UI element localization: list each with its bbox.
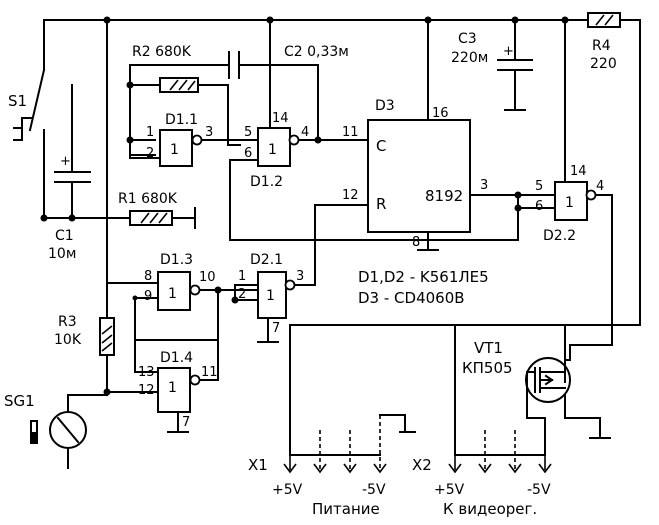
d22-pin5: 5 <box>535 179 543 194</box>
d14-pin12: 12 <box>138 383 155 398</box>
transistor-vt1: VT1 КП505 <box>462 339 571 403</box>
gate-d2-1: 1 D2.1 1 2 3 7 <box>238 252 304 336</box>
sg1-label: SG1 <box>4 392 35 410</box>
d11-pin1: 1 <box>146 125 154 140</box>
d11-pin3: 3 <box>205 125 213 140</box>
note-line-1: D1,D2 - K561ЛЕ5 <box>358 268 489 286</box>
vt1-ref: VT1 <box>474 339 503 357</box>
d21-pin7: 7 <box>272 321 280 336</box>
d12-pin6: 6 <box>244 146 252 161</box>
d12-pin5: 5 <box>244 125 252 140</box>
d3-r-pin-name: R <box>376 195 386 213</box>
resistor-r2: R2 680K <box>132 44 199 93</box>
d3-pin8: 8 <box>412 235 420 250</box>
d11-one: 1 <box>170 142 179 158</box>
x1-plus: +5V <box>272 482 303 498</box>
capacitor-c1: + C1 10м <box>48 149 91 262</box>
d14-pin13: 13 <box>138 365 155 380</box>
r4-ref: R4 <box>592 38 611 54</box>
d22-pin4: 4 <box>596 179 604 194</box>
d14-pin7: 7 <box>182 415 190 430</box>
vt1-type: КП505 <box>462 359 513 377</box>
r3-value: 10K <box>54 332 82 348</box>
x2-minus: -5V <box>527 482 551 498</box>
gate-d1-3: 1 D1.3 8 9 10 <box>144 252 216 311</box>
gate-d1-2: 1 D1.2 5 6 4 14 <box>244 111 309 190</box>
d13-pin8: 8 <box>144 269 152 284</box>
d3-label: D3 <box>375 98 395 114</box>
gate-d1-4: 1 D1.4 13 12 11 7 <box>138 350 218 430</box>
d22-one: 1 <box>565 195 574 211</box>
switch-s1: S1 <box>8 68 46 151</box>
resistor-r3: R3 10K <box>54 314 115 356</box>
r1-label: R1 680K <box>118 191 178 207</box>
d3-pin12: 12 <box>342 188 359 203</box>
d21-pin1: 1 <box>238 269 246 284</box>
x2-label: X2 <box>412 456 432 474</box>
d12-pin14: 14 <box>272 111 289 126</box>
d3-divider: 8192 <box>425 187 463 205</box>
connector-x1: X1 +5V -5V Питание <box>248 456 386 518</box>
junctions <box>40 16 569 396</box>
c3-value: 220м <box>451 50 488 66</box>
capacitor-c3: + C3 220м <box>451 31 533 111</box>
gate-d2-2: 1 D2.2 5 6 4 14 <box>535 164 604 244</box>
resistor-r4: R4 220 <box>587 12 621 72</box>
r4-value: 220 <box>590 56 617 72</box>
d3-pin3: 3 <box>480 178 488 193</box>
resistor-r1: R1 680K <box>118 191 178 226</box>
c1-plus: + <box>60 154 71 169</box>
gate-d1-1: 1 D1.1 1 2 3 <box>146 112 213 167</box>
d14-pin11: 11 <box>201 365 218 380</box>
d21-label: D2.1 <box>250 252 283 268</box>
d13-pin10: 10 <box>199 270 216 285</box>
d22-pin6: 6 <box>535 199 543 214</box>
d3-c-pin-name: C <box>376 137 386 155</box>
d14-label: D1.4 <box>160 350 193 366</box>
d11-pin2: 2 <box>146 146 154 161</box>
d11-label: D1.1 <box>165 112 198 128</box>
x1-minus: -5V <box>362 482 386 498</box>
d13-one: 1 <box>168 286 177 302</box>
c2-label: C2 0,33м <box>284 44 349 60</box>
d13-label: D1.3 <box>160 252 193 268</box>
s1-label: S1 <box>8 92 27 110</box>
x2-plus: +5V <box>434 482 465 498</box>
d12-label: D1.2 <box>250 174 283 190</box>
ic-notes: D1,D2 - K561ЛЕ5 D3 - CD4060B <box>358 268 489 307</box>
d21-pin3: 3 <box>296 269 304 284</box>
reed-switch-sg1: SG1 <box>4 392 87 449</box>
x2-caption: К видеорег. <box>443 500 537 518</box>
d3-pin16: 16 <box>432 106 449 121</box>
c1-ref: C1 <box>55 228 74 244</box>
counter-d3: D3 C R 8192 11 16 12 3 8 <box>342 98 488 250</box>
connector-pins <box>283 415 552 474</box>
note-line-2: D3 - CD4060B <box>358 289 465 307</box>
d13-pin9: 9 <box>144 289 152 304</box>
connector-x2: X2 +5V -5V К видеорег. <box>412 456 551 518</box>
x1-label: X1 <box>248 456 268 474</box>
d14-one: 1 <box>168 380 177 396</box>
d22-label: D2.2 <box>543 228 576 244</box>
wires <box>43 19 641 469</box>
r3-ref: R3 <box>58 314 77 330</box>
d22-pin14: 14 <box>570 164 587 179</box>
d3-pin11: 11 <box>342 125 359 140</box>
d12-pin4: 4 <box>301 125 309 140</box>
r2-label: R2 680K <box>132 44 192 60</box>
d12-one: 1 <box>268 142 277 158</box>
x1-caption: Питание <box>312 500 380 518</box>
capacitor-c2: C2 0,33м <box>224 44 349 79</box>
c3-ref: C3 <box>458 31 477 47</box>
c3-plus: + <box>503 44 514 59</box>
c1-value: 10м <box>48 246 76 262</box>
d21-one: 1 <box>266 288 275 304</box>
d21-pin2: 2 <box>238 287 246 302</box>
